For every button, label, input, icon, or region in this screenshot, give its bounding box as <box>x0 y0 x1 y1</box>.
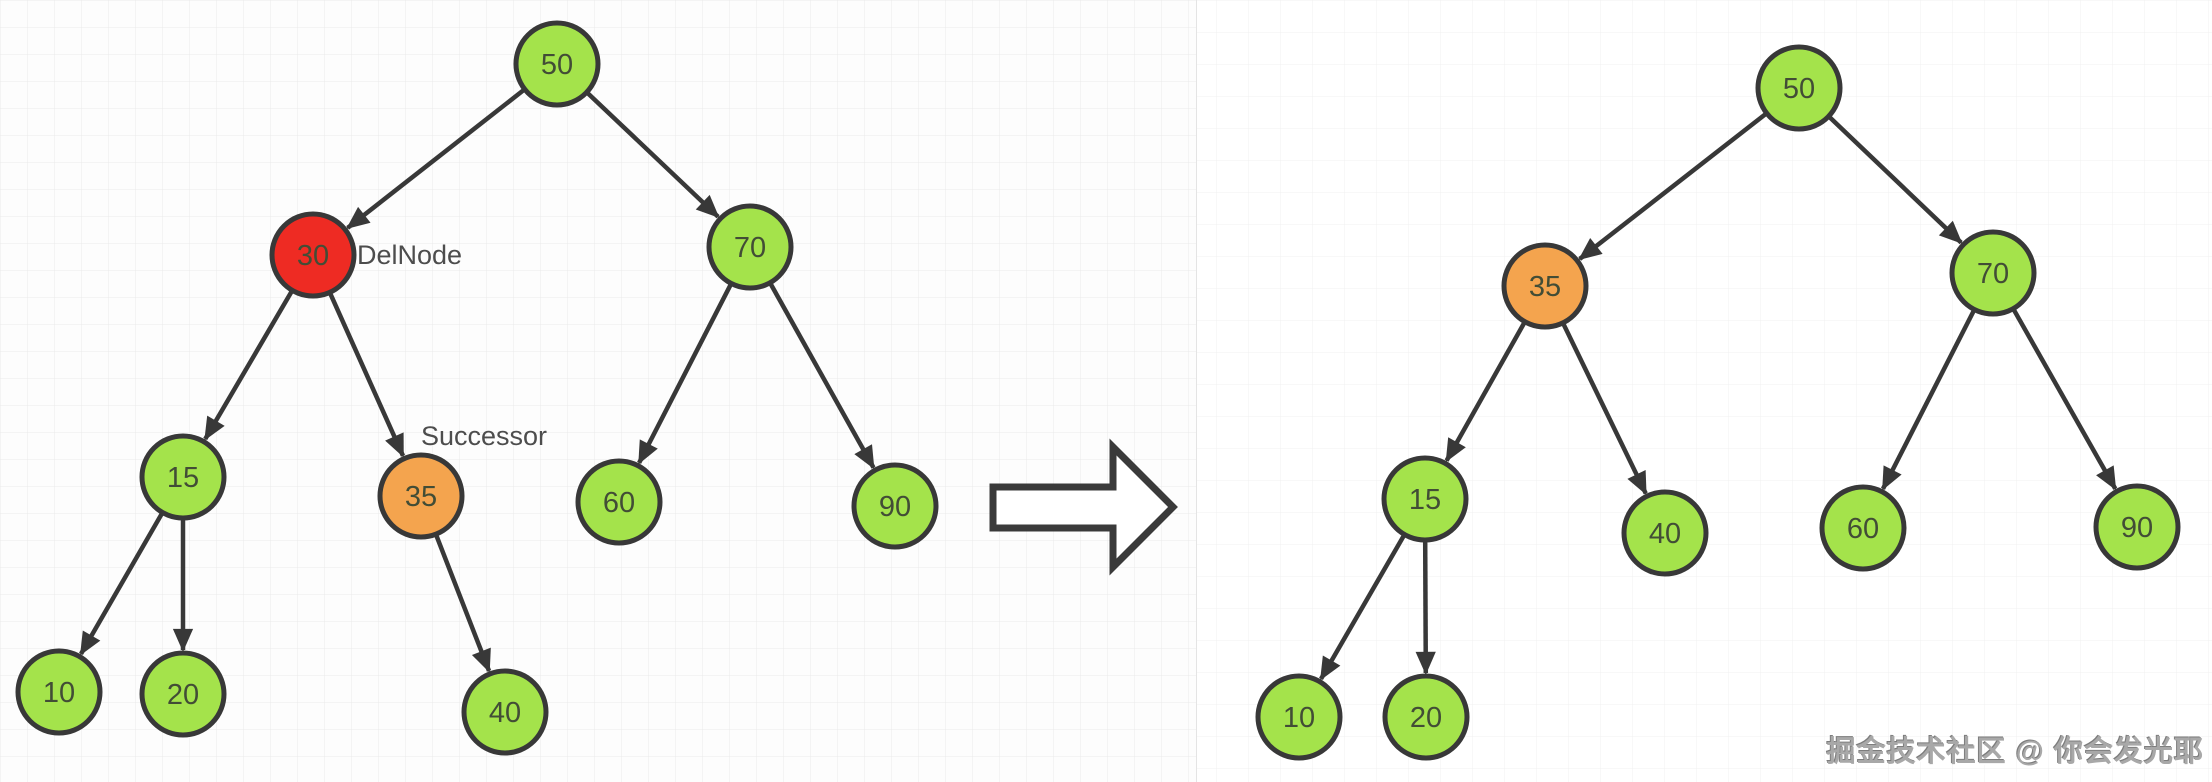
node-circle-green <box>15 648 103 736</box>
tree-node-R10: 10 <box>1255 673 1343 761</box>
tree-node-R15: 15 <box>1381 455 1469 543</box>
node-circle-green <box>1621 489 1709 577</box>
tree-node-L30: 30 <box>269 211 357 299</box>
node-circle-green <box>513 20 601 108</box>
edge-L35-L40 <box>433 531 492 673</box>
tree-node-L40: 40 <box>461 668 549 756</box>
node-circle-green <box>139 650 227 738</box>
tree-node-L60: 60 <box>575 458 663 546</box>
node-value: 40 <box>489 697 521 729</box>
node-value: 50 <box>1783 73 1815 105</box>
node-circle-green <box>706 203 794 291</box>
tree-node-L15: 15 <box>139 433 227 521</box>
edge-L15-L10 <box>79 509 166 656</box>
tree-node-L20: 20 <box>139 650 227 738</box>
node-value: 90 <box>879 491 911 523</box>
node-circle-green <box>575 458 663 546</box>
edge-L30-L15 <box>203 287 296 441</box>
node-value: 40 <box>1649 518 1681 550</box>
node-circle-green <box>1381 455 1469 543</box>
node-value: 20 <box>1410 702 1442 734</box>
node-circle-green <box>139 433 227 521</box>
node-value: 60 <box>1847 513 1879 545</box>
tree-node-R50: 50 <box>1755 44 1843 132</box>
node-value: 90 <box>2121 512 2153 544</box>
edge-L70-L90 <box>767 279 876 470</box>
edge-L50-L30 <box>346 86 528 230</box>
edge-L70-L60 <box>637 280 735 465</box>
node-circle-green <box>851 462 939 550</box>
annotation-successor: Successor <box>421 421 547 451</box>
edge-R70-R90 <box>2010 305 2118 491</box>
node-circle-red <box>269 211 357 299</box>
edge-L30-L35 <box>326 289 406 458</box>
tree-node-L50: 50 <box>513 20 601 108</box>
node-value: 10 <box>1283 702 1315 734</box>
node-value: 50 <box>541 49 573 81</box>
tree-node-L70: 70 <box>706 203 794 291</box>
edge-L50-L70 <box>583 89 720 219</box>
tree-node-R35: 35 <box>1501 242 1589 330</box>
node-circle-green <box>461 668 549 756</box>
node-value: 15 <box>1409 484 1441 516</box>
tree-node-L90: 90 <box>851 462 939 550</box>
tree-node-R40: 40 <box>1621 489 1709 577</box>
node-circle-green <box>1382 673 1470 761</box>
right-panel-grid <box>1196 0 2212 782</box>
watermark-text: 掘金技术社区 @ 你会发光耶 <box>1826 736 2204 768</box>
node-value: 20 <box>167 679 199 711</box>
edge-R35-R40 <box>1560 320 1648 496</box>
left-panel-grid <box>0 0 1196 782</box>
node-circle-green <box>1755 44 1843 132</box>
node-circle-orange <box>377 452 465 540</box>
block-arrow-right-icon <box>989 438 1178 576</box>
node-circle-green <box>1949 229 2037 317</box>
node-value: 60 <box>603 487 635 519</box>
tree-node-R60: 60 <box>1819 484 1907 572</box>
annotation-delnode: DelNode <box>357 240 462 270</box>
node-circle-green <box>1819 484 1907 572</box>
tree-node-R70: 70 <box>1949 229 2037 317</box>
tree-node-L10: 10 <box>15 648 103 736</box>
edges-layer <box>79 86 2118 681</box>
node-circle-green <box>1255 673 1343 761</box>
nodes-layer: 50 30 70 15 35 60 90 10 20 40 50 35 70 15 40 60 90 10 20 <box>15 20 2181 761</box>
tree-node-R20: 20 <box>1382 673 1470 761</box>
node-value: 70 <box>1977 258 2009 290</box>
tree-node-R90: 90 <box>2093 483 2181 571</box>
node-value: 35 <box>405 481 437 513</box>
node-value: 10 <box>43 677 75 709</box>
edge-R50-R70 <box>1825 113 1963 245</box>
edge-R15-R20 <box>1415 537 1436 675</box>
transform-arrow-layer <box>989 438 1178 576</box>
node-value: 35 <box>1529 271 1561 303</box>
edge-R50-R35 <box>1578 110 1770 261</box>
node-value: 30 <box>297 240 329 272</box>
edge-R35-R15 <box>1444 318 1528 463</box>
node-circle-green <box>2093 483 2181 571</box>
edge-R15-R10 <box>1319 531 1408 681</box>
edge-R70-R60 <box>1880 306 1978 491</box>
node-circle-orange <box>1501 242 1589 330</box>
node-value: 15 <box>167 462 199 494</box>
tree-node-L35: 35 <box>377 452 465 540</box>
node-value: 70 <box>734 232 766 264</box>
